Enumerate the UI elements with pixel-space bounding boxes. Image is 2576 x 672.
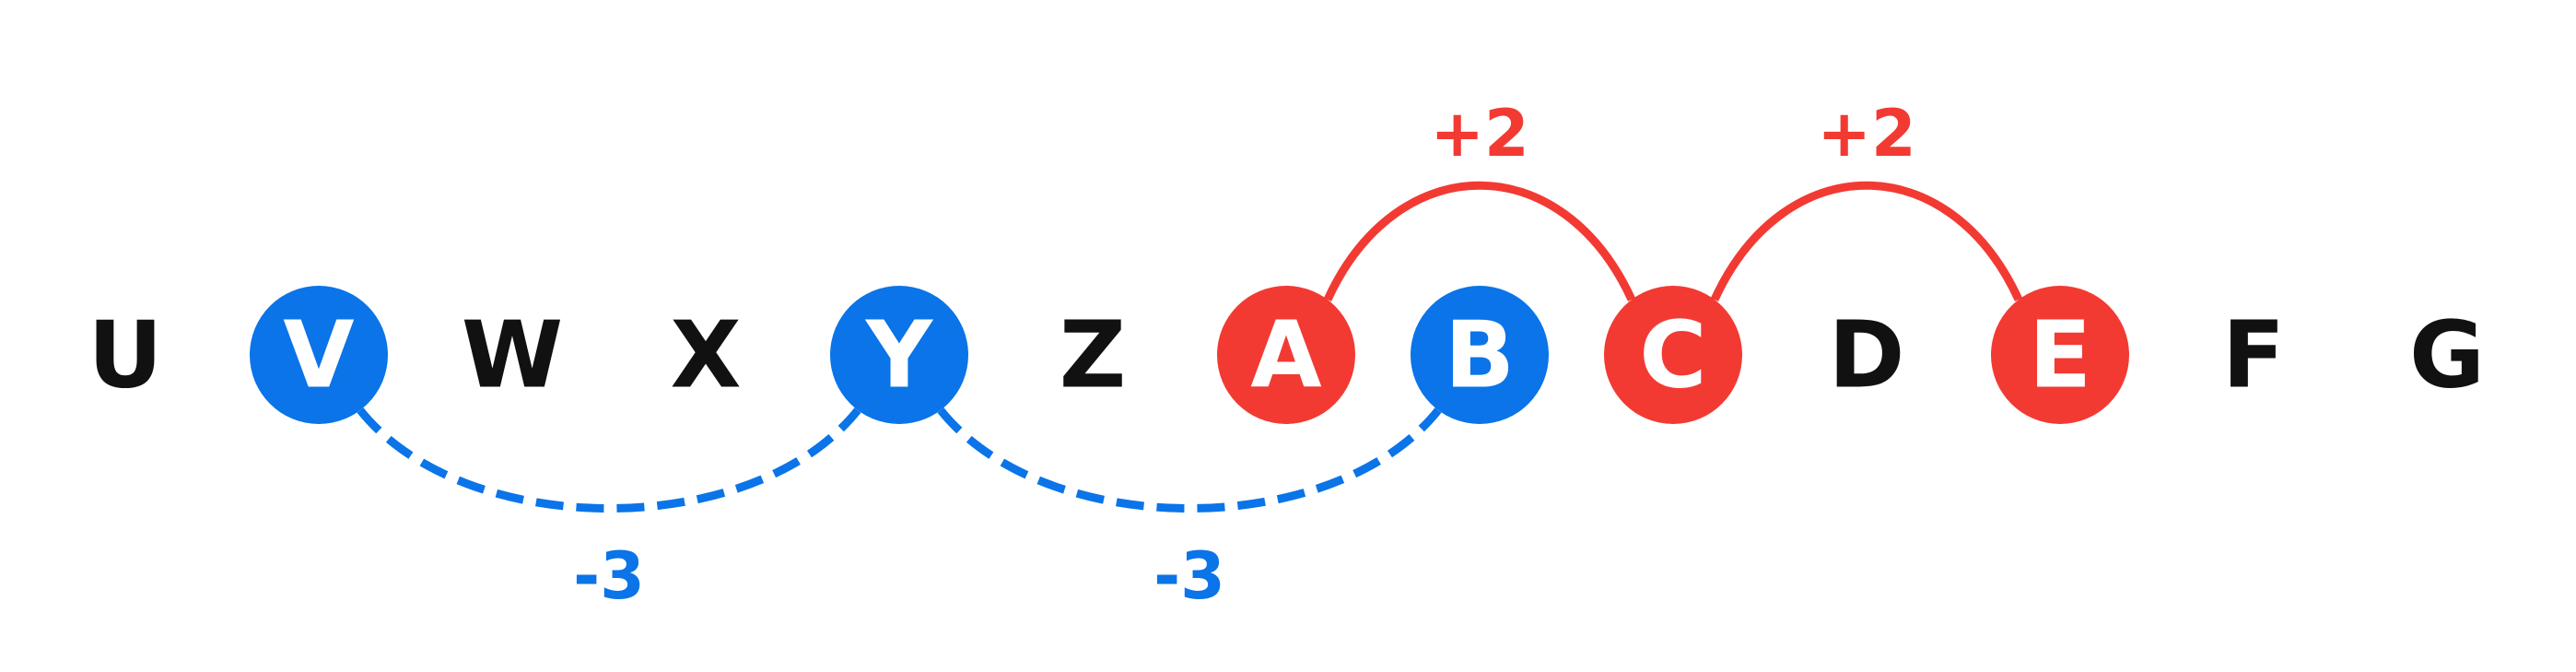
arc-label-2: +2	[1430, 96, 1528, 171]
letter-label: D	[1828, 301, 1904, 409]
highlight-circle-blue	[250, 286, 388, 424]
letter-label: G	[2409, 301, 2485, 409]
arc-label-1: -3	[1153, 538, 1225, 614]
letter-f: F	[2222, 301, 2285, 409]
letter-label: B	[1445, 301, 1515, 409]
letter-label: A	[1250, 301, 1321, 409]
letter-label: W	[462, 301, 563, 409]
letter-v: V	[250, 286, 388, 424]
letter-e: E	[1991, 286, 2129, 424]
arc-label-0: -3	[573, 538, 645, 614]
highlight-circle-blue	[830, 286, 968, 424]
arcs-layer	[357, 181, 2023, 513]
letter-label: Y	[865, 301, 934, 409]
highlight-circle-blue	[1411, 286, 1549, 424]
letter-label: Z	[1060, 301, 1127, 409]
highlight-circle-red	[1217, 286, 1355, 424]
arc-below-0	[357, 407, 861, 513]
letter-c: C	[1604, 286, 1742, 424]
letter-y: Y	[830, 286, 968, 424]
letter-label: C	[1639, 301, 1706, 409]
highlight-circle-red	[1604, 286, 1742, 424]
letter-label: F	[2222, 301, 2285, 409]
letter-w: W	[462, 301, 563, 409]
letter-x: X	[670, 301, 741, 409]
arc-below-1	[937, 407, 1442, 513]
letter-d: D	[1828, 301, 1904, 409]
arc-labels-layer: -3 -3 +2 +2	[573, 96, 1916, 614]
letter-b: B	[1411, 286, 1549, 424]
highlight-circle-red	[1991, 286, 2129, 424]
arc-above-3	[1710, 181, 2023, 301]
letter-z: Z	[1060, 301, 1127, 409]
letter-label: V	[283, 301, 354, 409]
arc-label-3: +2	[1817, 96, 1915, 171]
letter-a: A	[1217, 286, 1355, 424]
letter-label: X	[670, 301, 741, 409]
letter-u: U	[88, 301, 162, 409]
arc-above-2	[1323, 181, 1636, 301]
letter-label: E	[2029, 301, 2091, 409]
letter-g: G	[2409, 301, 2485, 409]
letter-label: U	[88, 301, 162, 409]
